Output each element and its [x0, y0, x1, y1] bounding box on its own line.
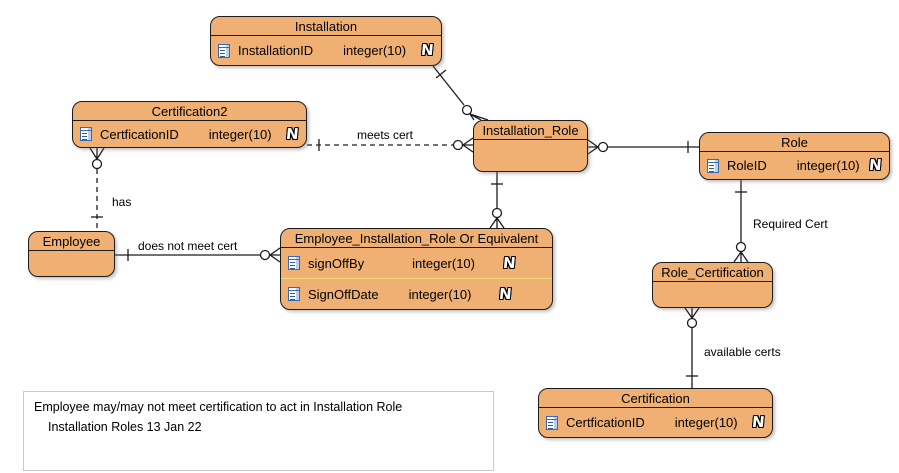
entity-title: Role_Certification: [653, 263, 772, 282]
entity-body: [29, 251, 114, 276]
entity-title: Installation_Role: [474, 121, 587, 140]
connector-installation_role-role[interactable]: [587, 139, 699, 155]
attribute-type: integer(10): [343, 43, 407, 58]
attribute-type: integer(10): [412, 255, 475, 271]
attribute-name: signOffBy: [308, 255, 365, 271]
connector-available-certs[interactable]: [684, 307, 700, 388]
entity-body: [653, 282, 772, 307]
entity-body: InstallationID integer(10) N: [211, 36, 441, 65]
attribute-name: SignOffDate: [308, 286, 379, 302]
column-icon: [80, 127, 92, 141]
attribute-row: CertficationID integer(10) N: [539, 408, 772, 437]
attribute-name: CertficationID: [100, 126, 179, 142]
entity-employee[interactable]: Employee: [28, 231, 115, 277]
nullable-icon: N: [502, 253, 517, 272]
attribute-name: CertficationID: [566, 415, 645, 430]
nullable-icon: N: [498, 284, 513, 303]
relationship-label-has[interactable]: has: [112, 195, 132, 209]
connector-meets-cert[interactable]: [307, 137, 474, 153]
attribute-type: integer(10): [408, 286, 472, 302]
entity-title: Role: [700, 133, 889, 152]
entity-title: Employee_Installation_Role Or Equivalent: [281, 229, 552, 248]
column-icon: [707, 158, 719, 173]
entity-certification[interactable]: Certification CertficationID integer(10)…: [538, 388, 773, 438]
entity-title: Installation: [211, 17, 441, 36]
connector-installation-installation_role[interactable]: [432, 65, 489, 121]
attribute-row: RoleID integer(10) N: [700, 152, 889, 179]
relationship-label-does-not-meet-cert[interactable]: does not meet cert: [138, 239, 238, 253]
connector-does-not-meet-cert[interactable]: [115, 247, 281, 263]
relationship-label-required-cert[interactable]: Required Cert: [753, 217, 828, 231]
entity-body: CertficationID integer(10) N: [539, 408, 772, 437]
attribute-type: integer(10): [208, 126, 272, 142]
entity-installation-role[interactable]: Installation_Role: [473, 120, 588, 172]
column-icon: [288, 256, 300, 270]
attribute-name: RoleID: [727, 158, 767, 173]
nullable-icon: N: [868, 156, 883, 174]
relationship-label-available-certs[interactable]: available certs: [704, 345, 781, 359]
column-icon: [546, 415, 558, 430]
connector-installation_role-eir[interactable]: [489, 172, 505, 229]
attribute-row: InstallationID integer(10) N: [211, 36, 441, 65]
attribute-type: integer(10): [674, 415, 738, 430]
nullable-icon: N: [420, 41, 435, 59]
entity-title: Certification: [539, 389, 772, 408]
note-line: Employee may/may not meet certification …: [34, 400, 403, 414]
entity-role[interactable]: Role RoleID integer(10) N: [699, 132, 890, 180]
entity-role-certification[interactable]: Role_Certification: [652, 262, 773, 308]
note-line: Installation Roles 13 Jan 22: [48, 420, 202, 434]
entity-title: Certification2: [73, 102, 306, 121]
nullable-icon: N: [751, 413, 766, 431]
attribute-type: integer(10): [796, 158, 860, 173]
attribute-row: signOffBy integer(10) N: [281, 248, 552, 278]
attribute-row: SignOffDate integer(10) N: [281, 278, 552, 309]
connector-has[interactable]: [89, 147, 105, 231]
entity-title: Employee: [29, 232, 114, 251]
connector-required-cert[interactable]: [733, 180, 749, 263]
entity-body: CertficationID integer(10) N: [73, 121, 306, 147]
attribute-row: CertficationID integer(10) N: [73, 121, 306, 147]
column-icon: [218, 43, 230, 58]
entity-installation[interactable]: Installation InstallationID integer(10) …: [210, 16, 442, 66]
entity-employee-installation-role[interactable]: Employee_Installation_Role Or Equivalent…: [280, 228, 553, 310]
column-icon: [288, 287, 300, 301]
diagram-note[interactable]: Employee may/may not meet certification …: [23, 391, 494, 471]
nullable-icon: N: [285, 124, 300, 143]
entity-body: signOffBy integer(10) N SignOffDate inte…: [281, 248, 552, 309]
entity-certification2[interactable]: Certification2 CertficationID integer(10…: [72, 101, 307, 148]
entity-body: RoleID integer(10) N: [700, 152, 889, 179]
entity-body: [474, 140, 587, 171]
relationship-label-meets-cert[interactable]: meets cert: [357, 128, 414, 142]
attribute-name: InstallationID: [238, 43, 314, 58]
